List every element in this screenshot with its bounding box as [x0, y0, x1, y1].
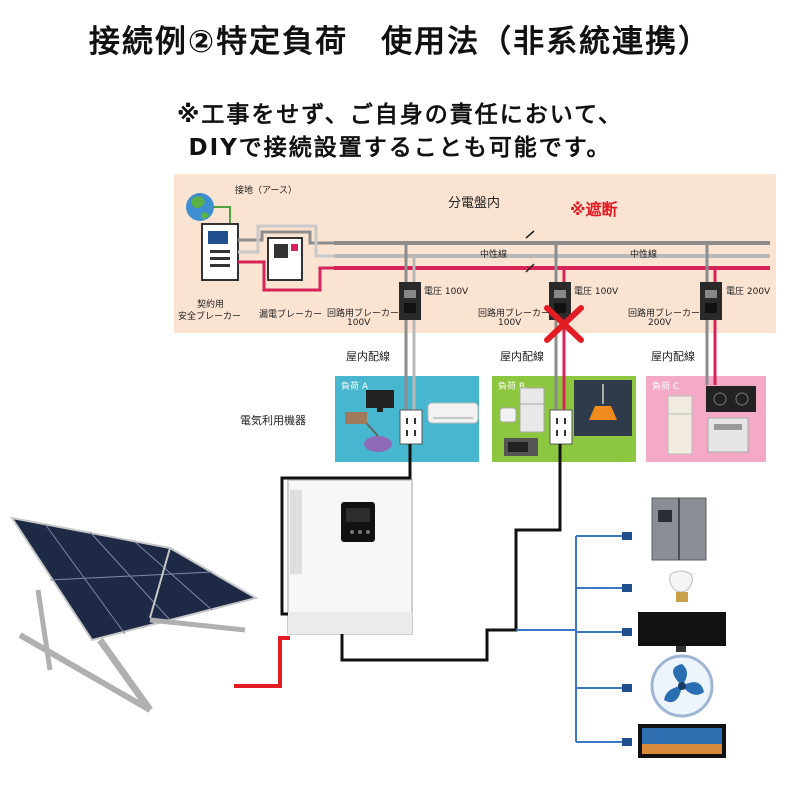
contract-breaker-icon — [201, 223, 239, 281]
induction-cooker-icon — [706, 386, 756, 412]
outlet-icon — [399, 409, 423, 445]
refrigerator-small-icon — [519, 387, 545, 433]
monitor-icon — [638, 612, 726, 652]
outlet-icon — [549, 409, 573, 445]
neutral-label-1: 中性線 — [480, 250, 508, 260]
panel-wire-neutral — [238, 224, 334, 258]
bus-break-mark-2 — [525, 263, 535, 273]
page-title: 接続例②特定負荷 使用法（非系統連携） — [88, 24, 712, 60]
inverter-icon — [287, 479, 413, 635]
wire-outlet-a-to-inverter — [280, 444, 412, 616]
fan-icon — [650, 654, 714, 718]
voltage-label-2: 電圧 100V — [574, 287, 619, 297]
breaker-icon — [399, 282, 421, 320]
breaker-label-3: 回路用ブレーカー — [628, 309, 701, 319]
load-c-tag: 負荷 C — [652, 382, 680, 392]
microwave-icon — [504, 438, 538, 456]
load-b-tag: 負荷 B — [498, 382, 526, 392]
solar-panel-icon — [9, 516, 259, 713]
breaker-rating-1: 100V — [347, 318, 371, 328]
voltage-label-1: 電圧 100V — [424, 287, 469, 297]
note-line-1: ※工事をせず、ご自身の責任において、 — [177, 102, 623, 128]
wiring-label-a: 屋内配線 — [346, 350, 390, 363]
ground-wire — [214, 206, 231, 224]
breaker-label-2: 回路用ブレーカー — [478, 309, 551, 319]
sofa-icon — [345, 412, 367, 424]
dishwasher-icon — [707, 417, 749, 453]
voltage-label-3: 電圧 200V — [726, 287, 771, 297]
leak-breaker-label: 漏電ブレーカー — [259, 310, 323, 320]
leakage-breaker-icon — [267, 237, 303, 281]
refrigerator-icon — [651, 497, 707, 561]
load-a-tag: 負荷 A — [341, 382, 369, 392]
cutoff-label: ※遮断 — [570, 200, 618, 219]
cut-mark-icon — [544, 305, 584, 343]
air-conditioner-icon — [427, 402, 479, 424]
plug-icon — [622, 532, 632, 746]
wire-inverter-to-outlet-b — [340, 444, 562, 662]
breaker-label-1: 回路用ブレーカー — [327, 309, 400, 319]
rice-cooker-icon — [499, 407, 517, 423]
earth-icon — [186, 193, 214, 221]
wiring-label-b: 屋内配線 — [500, 350, 544, 363]
panel-wire-red — [238, 260, 334, 292]
bus-break-mark — [525, 230, 535, 239]
wiring-label-c: 屋内配線 — [651, 350, 695, 363]
light-bulb-icon — [669, 570, 693, 602]
pendant-light-icon — [574, 380, 632, 436]
tv-small-icon — [366, 390, 394, 412]
breaker-rating-3: 200V — [648, 318, 672, 328]
tv-icon — [638, 724, 726, 758]
refrigerator-c-icon — [667, 395, 693, 455]
contract-breaker-label-1: 契約用 — [197, 300, 225, 310]
note-line-2: DIYで接続設置することも可能です。 — [188, 135, 612, 161]
wire-solar-red — [234, 636, 290, 688]
breaker-rating-2: 100V — [498, 318, 522, 328]
appliances-label: 電気利用機器 — [240, 414, 306, 427]
contract-breaker-label-2: 安全ブレーカー — [178, 312, 242, 322]
breaker-icon — [549, 282, 571, 320]
panel-title: 分電盤内 — [448, 196, 501, 211]
neutral-label-2: 中性線 — [630, 250, 658, 260]
ground-label: 接地（アース） — [235, 186, 298, 196]
breaker-icon — [700, 282, 722, 320]
